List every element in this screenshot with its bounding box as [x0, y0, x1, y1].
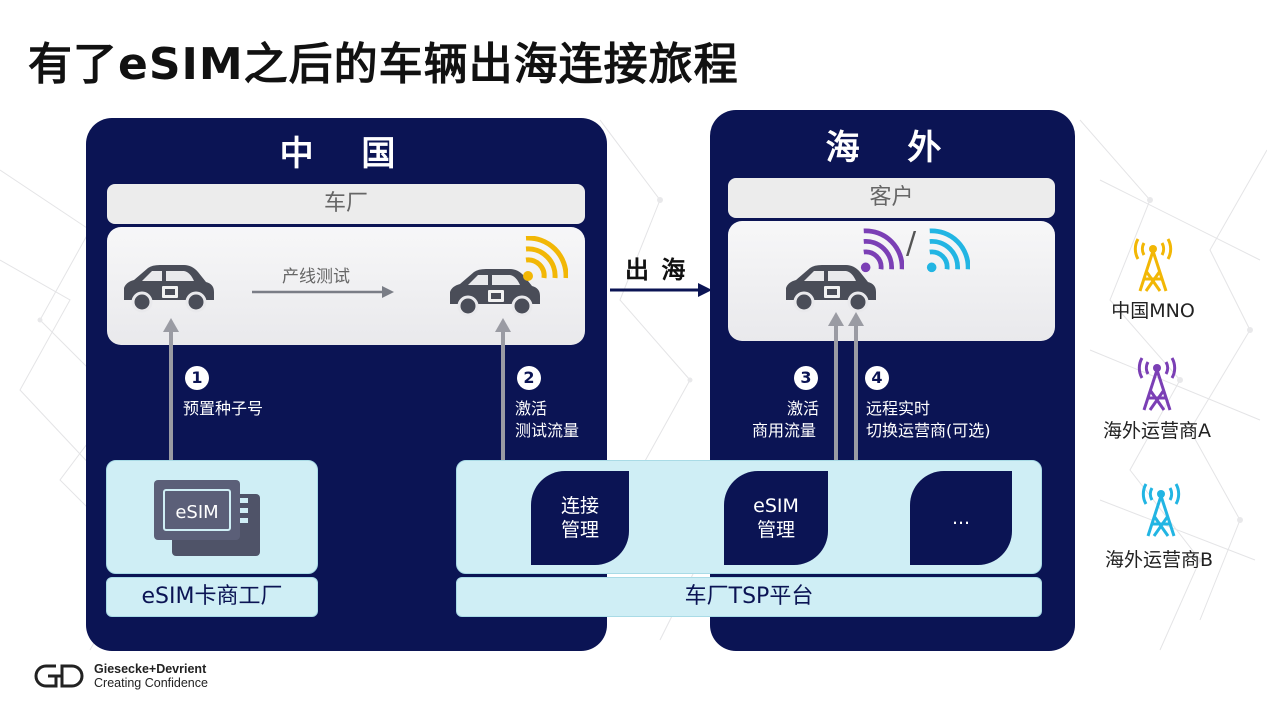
step-2-badge: 2: [517, 366, 541, 390]
step-1-text: 预置种子号: [183, 399, 264, 418]
step-3-text-line1: 激活: [787, 399, 820, 418]
china-mno-tower-icon: [1133, 238, 1173, 292]
operator-a-label: 海外运营商A: [1103, 420, 1211, 442]
step-2-text-line2: 测试流量: [515, 421, 580, 440]
production-arrow: [252, 286, 394, 298]
export-arrow: [610, 283, 712, 297]
overseas-region-title: 海 外: [825, 128, 960, 168]
operator-a-signal-icon: [860, 228, 904, 273]
logo-tagline: Creating Confidence: [94, 676, 208, 690]
tsp-module-line2: 管理: [756, 519, 795, 541]
operator-b-tower-icon: [1141, 483, 1181, 537]
step-4-text-line1: 远程实时: [866, 399, 931, 418]
tsp-module-esim-management: eSIM 管理: [724, 471, 828, 565]
signal-separator: /: [906, 226, 917, 261]
production-test-label: 产线测试: [282, 267, 350, 287]
operator-b-label: 海外运营商B: [1104, 549, 1214, 571]
car-with-esim-icon: [124, 265, 214, 313]
esim-chip-icon: [146, 480, 268, 556]
export-label: 出 海: [625, 256, 688, 284]
tsp-module-line2: 管理: [560, 519, 599, 541]
step-4-badge: 4: [865, 366, 889, 390]
esim-factory-label: eSIM卡商工厂: [106, 577, 318, 617]
esim-chip-label: eSIM: [175, 502, 219, 523]
tsp-module-line1: eSIM: [753, 495, 799, 517]
china-region-title: 中 国: [279, 134, 414, 174]
china-mno-label: 中国MNO: [1111, 300, 1195, 322]
page-title: 有了eSIM之后的车辆出海连接旅程: [28, 39, 739, 90]
step-1-badge: 1: [185, 366, 209, 390]
car-tested-icon: [450, 269, 540, 317]
tsp-module-more: ...: [910, 471, 1012, 565]
tsp-module-line1: ...: [951, 507, 971, 529]
tsp-module-connection-management: 连接 管理: [531, 471, 629, 565]
tsp-module-line1: 连接: [560, 495, 599, 517]
logo-company-name: Giesecke+Devrient: [94, 662, 207, 676]
operator-a-tower-icon: [1137, 357, 1177, 411]
gd-logo-icon: [34, 664, 84, 688]
car-overseas-icon: [786, 265, 876, 313]
oem-label-bar: 车厂: [107, 184, 585, 224]
china-signal-icon: [523, 236, 568, 281]
step-2-text-line1: 激活: [515, 399, 548, 418]
tsp-platform-label: 车厂TSP平台: [456, 577, 1042, 617]
step-3-badge: 3: [794, 366, 818, 390]
step-4-text-line2: 切换运营商(可选): [866, 421, 991, 440]
operator-b-signal-icon: [926, 228, 970, 273]
customer-label-bar: 客户: [728, 178, 1055, 218]
step-3-text-line2: 商用流量: [752, 421, 817, 440]
